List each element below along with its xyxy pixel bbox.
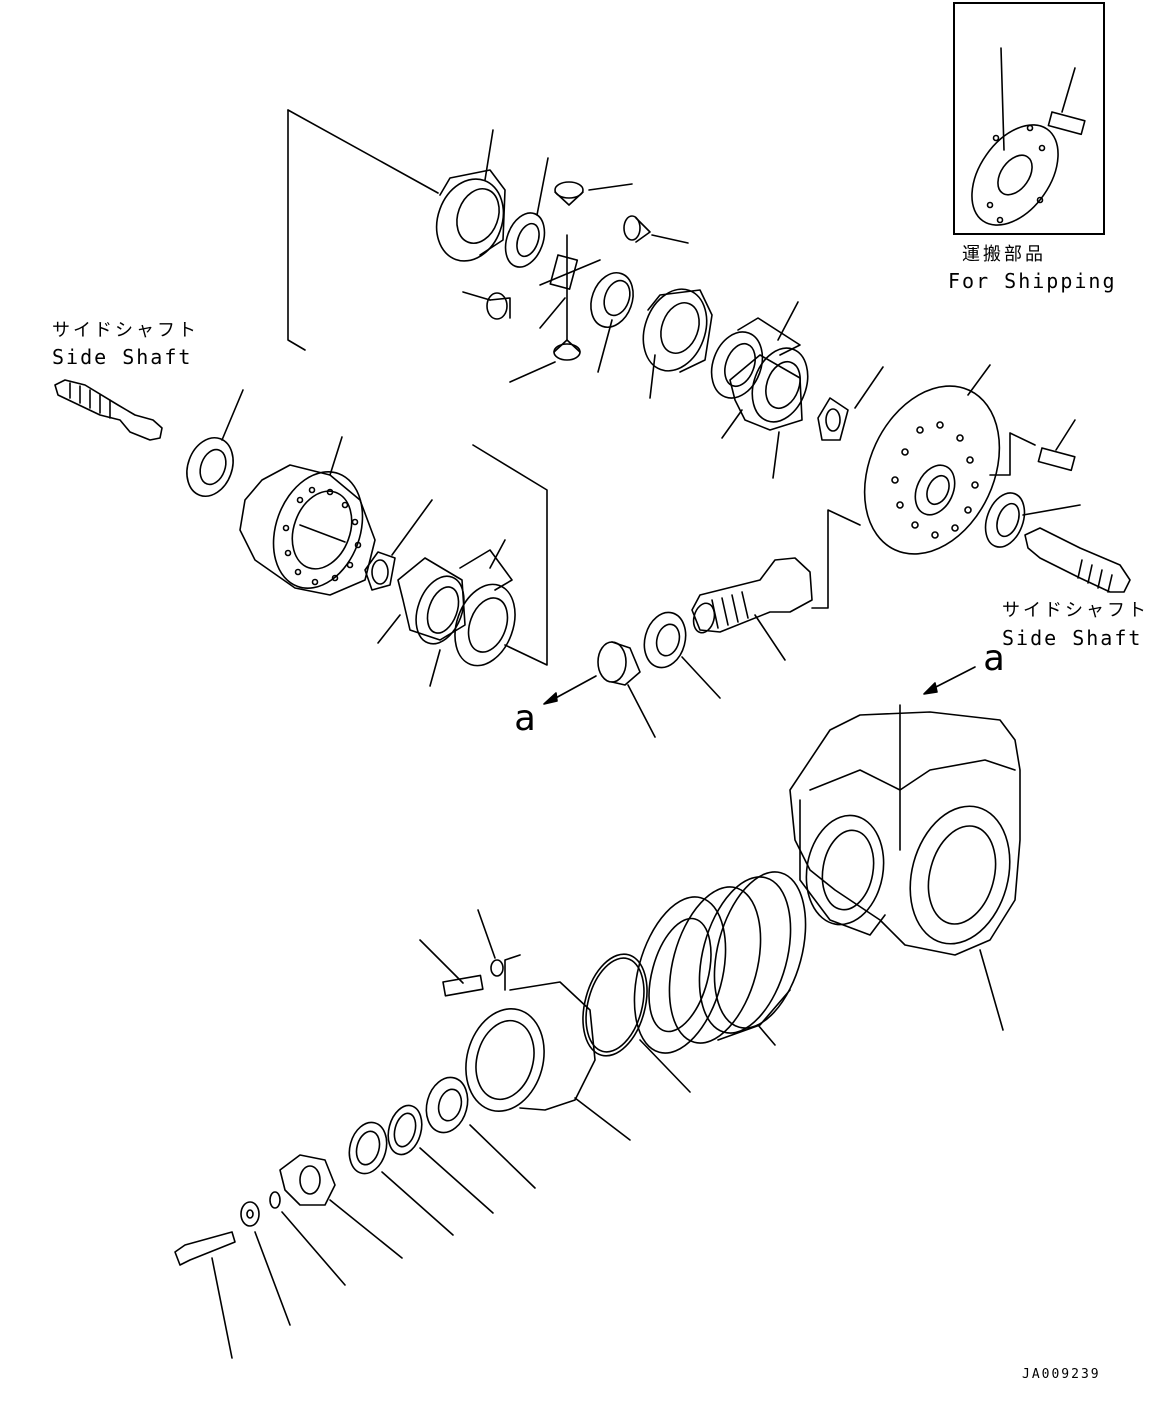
for-shipping-jp-label: 運搬部品: [962, 244, 1046, 265]
side-shaft-right-en-label: Side Shaft: [1002, 626, 1143, 650]
arrow-a-right: [923, 666, 976, 695]
side-shaft-right-part: [1024, 527, 1131, 593]
diff-carrier-part: [239, 436, 376, 596]
side-shaft-right-jp-label: サイドシャフト: [1002, 600, 1149, 621]
seal-part: [387, 1104, 494, 1214]
leader-bracket-middle: [472, 444, 548, 666]
leader-bracket-top: [287, 109, 439, 351]
side-gear-right-part: [590, 272, 634, 373]
arrow-a-left-label: a: [514, 698, 536, 739]
bearing-pair-left-part: [415, 539, 516, 687]
washer-part: [240, 1201, 291, 1326]
drawing-code-label: JA009239: [1022, 1367, 1101, 1382]
shipping-bolt-part: [1047, 67, 1086, 136]
bearing-pair-top-part: [710, 301, 809, 423]
shipping-inset-box: [953, 2, 1105, 235]
side-shaft-left-part: [54, 379, 163, 441]
bearing-hub-part: [425, 1076, 536, 1189]
for-shipping-en-label: For Shipping: [948, 269, 1117, 293]
bevel-pinion-part: [691, 509, 861, 661]
hub-bolt-part: [419, 939, 484, 997]
lock-plate-top-part: [817, 366, 884, 441]
spacer-part: [348, 1121, 454, 1236]
side-shaft-left-jp-label: サイドシャフト: [52, 320, 199, 341]
hub-housing-part: [465, 954, 631, 1141]
o-ring-small-part: [269, 1191, 346, 1286]
diff-case-half-right-part: [642, 288, 713, 399]
o-ring-part: [582, 953, 691, 1093]
ring-gear-part: [863, 364, 1001, 555]
arrow-a-right-label: a: [983, 638, 1005, 679]
bearing-right-part: [984, 492, 1081, 548]
washer-small-part: [477, 909, 504, 977]
pinion-cross-part: [539, 234, 601, 341]
lock-nut-part: [279, 1154, 403, 1259]
axle-housing-part: [789, 704, 1021, 1031]
bearing-left-part: [186, 389, 244, 497]
long-bolt-part: [174, 1231, 236, 1359]
diff-case-half-part: [435, 129, 506, 262]
shim-left-part: [377, 557, 466, 644]
pinion-gear-right-part: [623, 215, 689, 244]
shim-top-part: [721, 354, 803, 479]
arrow-a-left: [543, 675, 597, 705]
side-gear-part: [504, 157, 549, 268]
bearing-pinion-part: [643, 611, 721, 699]
ring-bolt-part: [989, 419, 1076, 476]
pinion-gear-top-part: [554, 181, 633, 206]
lock-plate-left-part: [364, 499, 433, 591]
brake-disc-stack-part: [633, 871, 807, 1054]
shipping-plate-part: [971, 47, 1059, 226]
side-shaft-left-en-label: Side Shaft: [52, 345, 193, 369]
pinion-gear-left-part: [462, 291, 511, 320]
pinion-gear-bottom-part: [509, 339, 581, 383]
collar-part: [597, 641, 656, 738]
